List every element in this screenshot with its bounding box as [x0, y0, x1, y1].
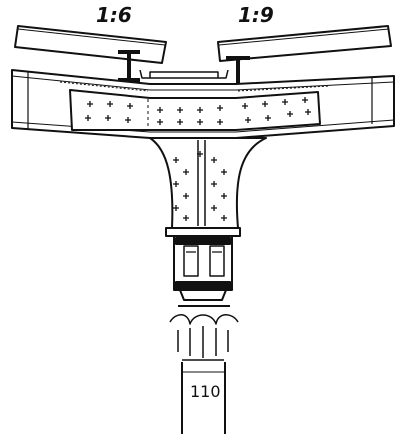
left-purlin-section [118, 50, 140, 82]
column-bracket [149, 137, 267, 229]
rivet-mark [173, 181, 179, 187]
rivet-mark [183, 169, 189, 175]
right-rafter [217, 25, 392, 62]
rivet-mark [305, 109, 311, 115]
rivet-mark [221, 193, 227, 199]
rivet-mark [282, 99, 288, 105]
rivet-pattern [85, 97, 311, 221]
rivet-mark [221, 169, 227, 175]
rivet-mark [217, 105, 223, 111]
rivet-mark [287, 111, 293, 117]
rivet-mark [221, 215, 227, 221]
rivet-mark [127, 103, 133, 109]
rivet-mark [183, 215, 189, 221]
rivet-mark [177, 119, 183, 125]
splice-plate [69, 89, 321, 131]
rivet-mark [302, 97, 308, 103]
column-number: 110 [190, 382, 221, 401]
rivet-mark [211, 157, 217, 163]
rivet-mark [265, 115, 271, 121]
rivet-mark [197, 151, 203, 157]
rivet-mark [125, 117, 131, 123]
rivet-mark [211, 205, 217, 211]
rivet-lines [59, 81, 331, 92]
rivet-mark [183, 193, 189, 199]
rivet-mark [245, 117, 251, 123]
column-capital [165, 227, 241, 307]
rivet-mark [197, 119, 203, 125]
rivet-mark [197, 107, 203, 113]
rivet-mark [262, 101, 268, 107]
ridge-channel [139, 69, 229, 79]
rivet-mark [173, 157, 179, 163]
rivet-mark [242, 103, 248, 109]
right-purlin-section [226, 56, 250, 88]
rivet-mark [177, 107, 183, 113]
column-shaft [181, 362, 226, 434]
rivet-mark [157, 119, 163, 125]
rivet-mark [157, 107, 163, 113]
slope-label-right: 1:9 [238, 3, 274, 27]
rivet-mark [87, 101, 93, 107]
rivet-mark [211, 181, 217, 187]
rivet-mark [85, 115, 91, 121]
left-rafter [14, 25, 167, 64]
column-ornament [169, 314, 239, 361]
rivet-mark [173, 205, 179, 211]
slope-label-left: 1:6 [96, 3, 132, 27]
rivet-mark [105, 115, 111, 121]
rivet-mark [107, 101, 113, 107]
rivet-mark [217, 119, 223, 125]
